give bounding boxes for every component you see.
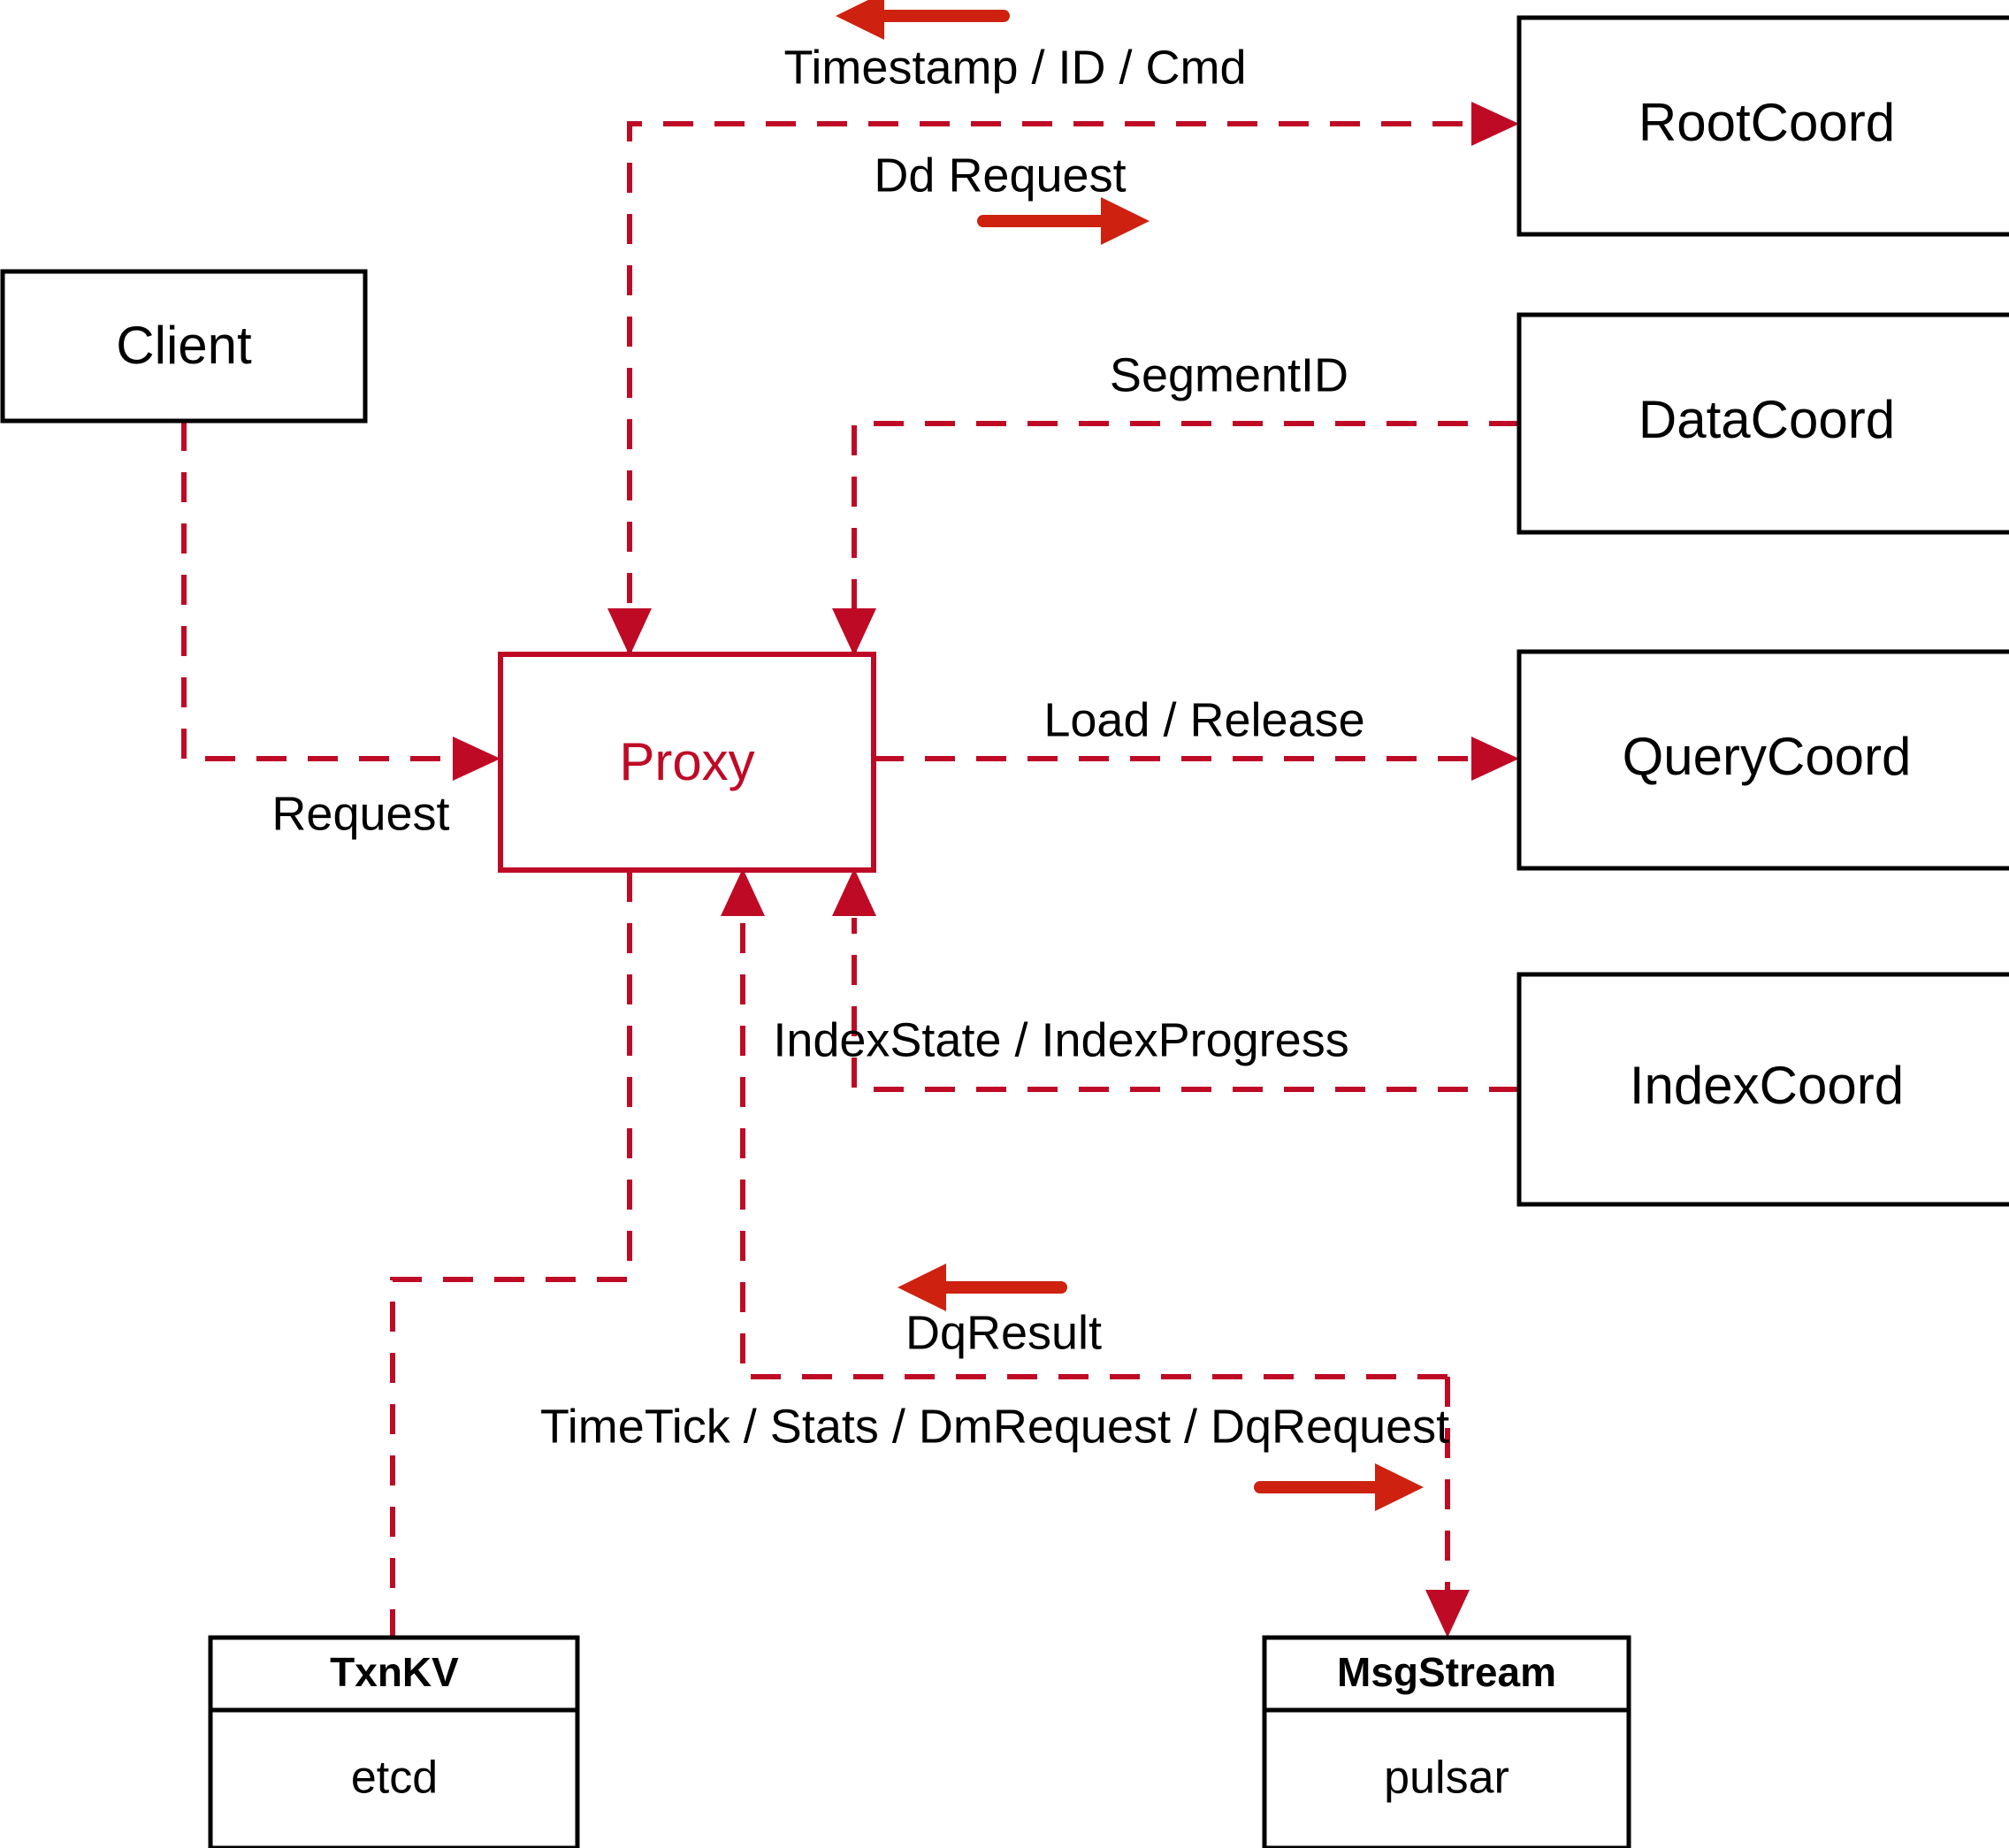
connector-proxy-rootcoord (607, 102, 1519, 656)
arrowhead-proxy-top-left (607, 608, 652, 656)
direction-arrow-timestamp (836, 0, 1010, 40)
connector-client-proxy (181, 421, 500, 781)
indexcoord-box[interactable] (1516, 972, 2009, 1207)
txnkv-title: TxnKV (330, 1649, 459, 1695)
arrow-head (1101, 197, 1150, 245)
arrow-head (836, 0, 884, 40)
node-querycoord[interactable]: QueryCoord (1516, 649, 2009, 871)
direction-arrow-dd-request (977, 197, 1150, 245)
arrowhead-proxy-top-right (832, 608, 876, 656)
direction-arrow-dqresult (898, 1264, 1067, 1311)
querycoord-box[interactable] (1516, 649, 2009, 871)
indexcoord-label: IndexCoord (1630, 1056, 1904, 1115)
connector-path (852, 421, 1519, 654)
connector-proxy-txnkv (390, 872, 632, 1638)
node-msgstream[interactable]: MsgStream pulsar (1262, 1635, 1631, 1848)
datacoord-label: DataCoord (1639, 390, 1895, 449)
connector-path (852, 918, 1519, 1092)
connector-path (181, 421, 453, 761)
client-label: Client (116, 316, 252, 375)
client-box[interactable] (0, 269, 368, 424)
rootcoord-label: RootCoord (1639, 93, 1895, 152)
node-rootcoord[interactable]: RootCoord (1516, 15, 2009, 237)
node-indexcoord[interactable]: IndexCoord (1516, 972, 2009, 1207)
edge-label-request: Request (271, 787, 449, 840)
node-client[interactable]: Client (0, 269, 368, 424)
msgstream-impl: pulsar (1384, 1753, 1509, 1804)
connector-path (390, 872, 632, 1638)
node-proxy[interactable]: Proxy (498, 652, 876, 873)
arrow-head (898, 1264, 946, 1311)
datacoord-box[interactable] (1516, 312, 2009, 535)
arrowhead-proxy-left (453, 737, 500, 781)
arrow-head (1375, 1463, 1424, 1511)
arrowhead-querycoord (1471, 737, 1519, 781)
arrowhead-proxy-bottom-right (832, 868, 876, 916)
arrowhead-msgstream-top (1425, 1590, 1470, 1638)
edge-label-load-release: Load / Release (1043, 693, 1364, 746)
edge-label-dd-request: Dd Request (874, 149, 1126, 202)
edge-label-index-state-progress: IndexState / IndexProgress (773, 1013, 1348, 1066)
edge-label-dq-result: DqResult (905, 1306, 1102, 1359)
arrowhead-rootcoord (1471, 102, 1519, 146)
connector-proxy-msgstream (1425, 1377, 1470, 1638)
connector-datacoord-proxy (832, 421, 1519, 656)
proxy-label: Proxy (619, 732, 754, 791)
connector-path (740, 918, 1448, 1379)
arrowhead-proxy-bottom-middle (721, 868, 765, 916)
edge-label-timestamp-id-cmd: Timestamp / ID / Cmd (783, 41, 1246, 94)
txnkv-box[interactable] (208, 1635, 580, 1848)
connector-msgstream-proxy (721, 868, 1448, 1379)
edge-label-segment-id: SegmentID (1110, 348, 1348, 401)
msgstream-box[interactable] (1262, 1635, 1631, 1848)
connector-proxy-querycoord (874, 737, 1519, 781)
msgstream-title: MsgStream (1337, 1649, 1556, 1695)
direction-arrow-timetick (1254, 1463, 1424, 1511)
rootcoord-box[interactable] (1516, 15, 2009, 237)
txnkv-impl: etcd (351, 1753, 438, 1804)
proxy-box[interactable] (498, 652, 876, 873)
node-txnkv[interactable]: TxnKV etcd (208, 1635, 580, 1848)
querycoord-label: QueryCoord (1623, 727, 1912, 786)
connector-path (627, 121, 1478, 654)
connector-indexcoord-proxy (832, 868, 1519, 1092)
edge-label-timetick-stats: TimeTick / Stats / DmRequest / DqRequest (540, 1400, 1449, 1453)
node-datacoord[interactable]: DataCoord (1516, 312, 2009, 535)
